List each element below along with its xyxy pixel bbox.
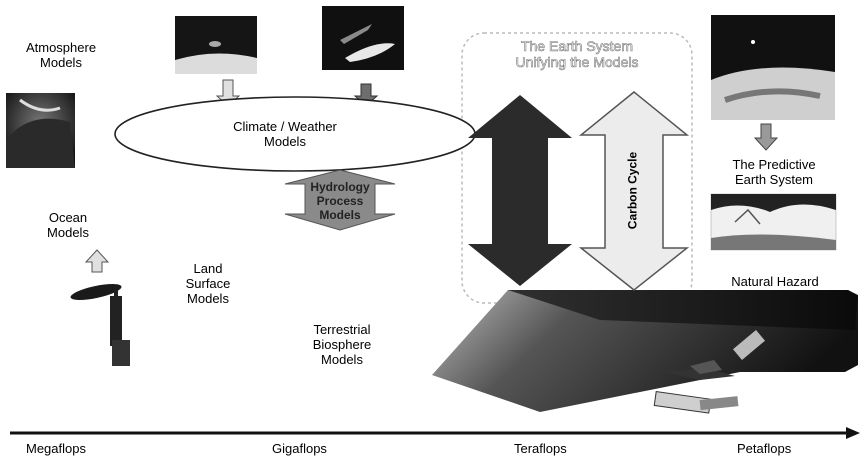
down-arrow-predictive [753,123,779,151]
earth-photo-left [6,93,75,168]
spacecraft-illustration [653,329,765,414]
tick-gigaflops: Gigaflops [272,441,327,456]
tick-petaflops: Petaflops [737,441,792,456]
terrestrial-biosphere-models-label: Terrestrial Biosphere Models [312,322,372,367]
ocean-buoy-illustration [70,284,130,366]
up-arrow-ocean [84,249,110,273]
satellite-photo [322,6,404,70]
tick-megaflops: Megaflops [26,441,86,456]
predictive-earth-label: The Predictive Earth System [732,157,816,187]
climate-weather-label: Climate / Weather Models [233,119,337,149]
carbon-cycle-label: Carbon Cycle [625,151,640,230]
land-surface-models-label: Land Surface Models [185,261,231,306]
atmosphere-models-label: Atmosphere Models [25,40,97,70]
natural-hazard-wedge-top [508,290,858,330]
natural-hazard-label: Natural Hazard [731,274,819,289]
timeline-arrowhead [846,427,860,439]
hydrology-process-label: Hydrology Process Models [310,180,370,222]
earth-photo-right [711,15,835,120]
tick-teraflops: Teraflops [514,441,567,456]
atmosphere-photo [175,16,257,74]
ocean-models-label: Ocean Models [47,210,89,240]
earth-system-dark-arrow [468,95,572,286]
predictive-earth-illustration [710,193,837,251]
hydrology-double-arrow [284,169,396,231]
carbon-cycle-arrow [578,91,690,291]
earth-system-title: The Earth System Unifying the Models [515,38,639,71]
